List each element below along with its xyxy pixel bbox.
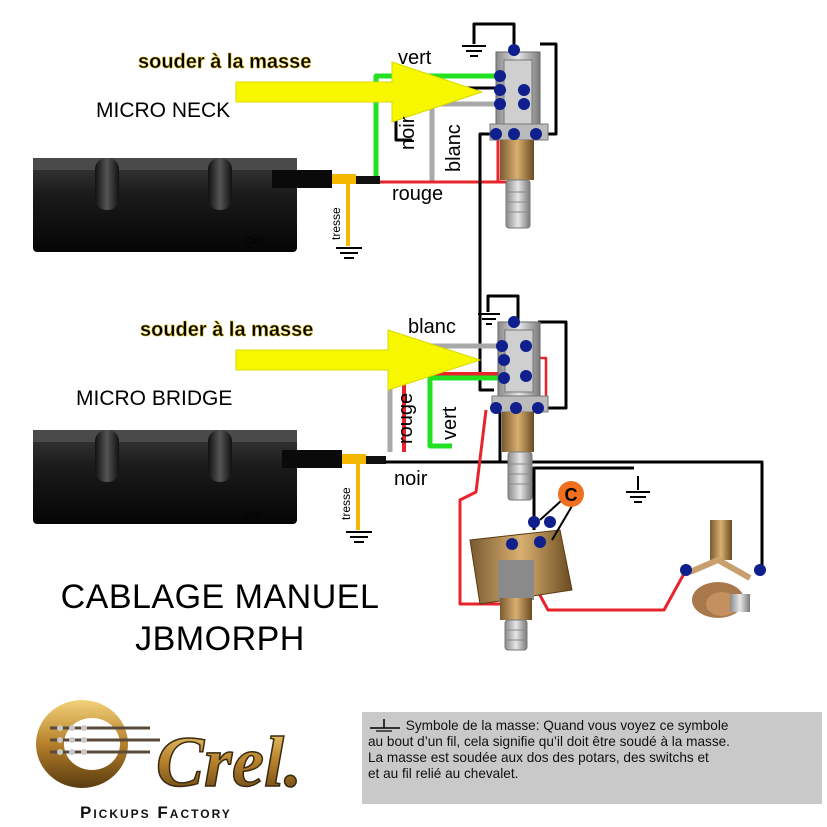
wire-label-rouge: rouge — [392, 183, 443, 205]
pickup-brand: Crel — [244, 236, 263, 247]
arrow-solder-neck — [235, 61, 484, 123]
ground-symbol-bridge-switch — [478, 313, 500, 325]
wire-label-blanc: blanc — [443, 124, 465, 172]
logo-wordmark: Crel. — [156, 722, 302, 802]
pickup-neck: Crel — [33, 158, 380, 252]
wire-label-vert: vert — [398, 47, 432, 69]
wire-label-noir: noir — [397, 116, 419, 150]
logo-tagline: Pickups Factory — [80, 803, 232, 822]
tone-pot — [469, 529, 573, 651]
pickup-brand: Crel — [244, 510, 263, 521]
title-line-1: CABLAGE MANUEL — [60, 578, 380, 616]
wire-label-noir: noir — [394, 468, 428, 490]
wire-label-vert: vert — [439, 406, 461, 440]
solder-points — [490, 44, 766, 576]
title-line-2: JBMORPH — [135, 620, 305, 658]
ground-symbol-note: Symbole de la masse: Quand vous voyez ce… — [362, 712, 822, 804]
capacitor-label: C — [565, 485, 578, 505]
output-jack — [688, 520, 752, 618]
arrow-solder-bridge — [235, 329, 482, 391]
label-micro-bridge: MICRO BRIDGE — [76, 387, 232, 410]
capacitor: C — [539, 481, 584, 541]
pickup-bridge: Crel — [33, 430, 386, 524]
note-line-1: Symbole de la masse: Quand vous voyez ce… — [405, 718, 729, 733]
solder-label-bridge: souder à la masse — [140, 319, 313, 341]
ground-icon — [370, 719, 400, 732]
solder-label-neck: souder à la masse — [138, 51, 311, 73]
note-line-3: La masse est soudée aux dos des potars, … — [368, 750, 709, 765]
wire-label-blanc: blanc — [408, 316, 456, 338]
note-line-2: au bout d’un fil, cela signifie qu’il do… — [368, 734, 730, 749]
wires-bridge — [380, 294, 764, 612]
ground-symbol-neck-switch — [462, 24, 486, 57]
crel-logo: Crel. Pickups Factory — [36, 700, 303, 822]
ground-symbol-capacitor — [626, 476, 650, 503]
wire-label-rouge: rouge — [395, 393, 417, 444]
braid-bridge — [346, 464, 372, 543]
braid-neck — [336, 184, 362, 259]
wire-label-tresse: tresse — [339, 487, 353, 520]
label-micro-neck: MICRO NECK — [96, 99, 230, 122]
note-line-4: et au fil relié au chevalet. — [368, 766, 519, 781]
wire-label-tresse: tresse — [329, 207, 343, 240]
